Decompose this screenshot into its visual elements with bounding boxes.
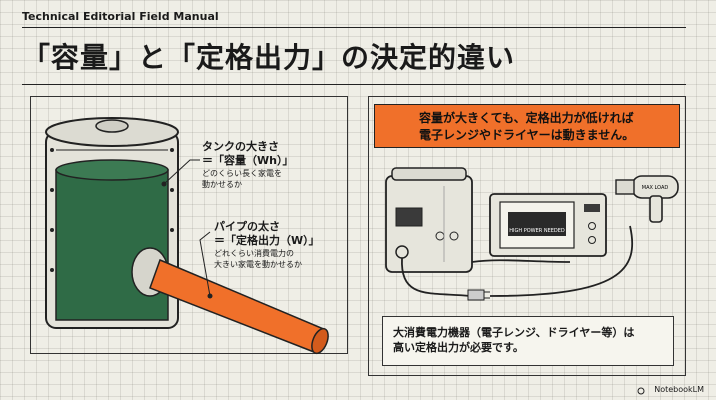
tank-callout-title: タンクの大きさ (202, 140, 279, 153)
notebooklm-logo-icon (637, 387, 645, 395)
pipe-callout: パイプの太さ ＝「定格出力（W）」 どれくらい消費電力の 大きい家電を動かせるか (214, 220, 320, 270)
left-panel (30, 96, 348, 354)
warning-line-1: 容量が大きくても、定格出力が低ければ (419, 111, 634, 125)
header-rule (22, 27, 686, 28)
warning-text: 容量が大きくても、定格出力が低ければ 電子レンジやドライヤーは動きません。 (419, 110, 634, 144)
tank-callout-desc-1: どのくらい長く家電を (202, 169, 282, 178)
dryer-label: MAX LOAD (642, 185, 669, 191)
plug-icon (467, 289, 490, 301)
microwave-label: HIGH POWER NEEDED (509, 228, 565, 234)
hair-dryer-illustration: MAX LOAD (615, 175, 679, 223)
tank-callout-term: ＝「容量（Wh）」 (202, 154, 294, 167)
power-station-illustration (385, 167, 473, 273)
warning-line-2: 電子レンジやドライヤーは動きません。 (419, 128, 635, 142)
pipe-illustration (131, 247, 329, 355)
tank-callout: タンクの大きさ ＝「容量（Wh）」 どのくらい長く家電を 動かせるか (202, 140, 293, 190)
note-box: 大消費電力機器（電子レンジ、ドライヤー等）は 高い定格出力が必要です。 (382, 316, 674, 366)
note-line-1: 大消費電力機器（電子レンジ、ドライヤー等）は (393, 326, 635, 339)
right-panel (368, 96, 686, 376)
pipe-callout-desc-1: どれくらい消費電力の (214, 249, 294, 258)
note-line-2: 高い定格出力が必要です。 (393, 341, 524, 354)
title-rule (22, 84, 686, 85)
tank-callout-desc-2: 動かせるか (202, 180, 242, 189)
series-title: Technical Editorial Field Manual (22, 10, 219, 23)
note-text: 大消費電力機器（電子レンジ、ドライヤー等）は 高い定格出力が必要です。 (393, 325, 634, 355)
tank-illustration (45, 117, 179, 329)
pipe-callout-term: ＝「定格出力（W）」 (214, 234, 320, 247)
microwave-illustration: HIGH POWER NEEDED (489, 193, 607, 257)
page-title: 「容量」と「定格出力」の決定的違い (22, 41, 516, 74)
pipe-callout-title: パイプの太さ (214, 220, 280, 233)
pipe-callout-desc-2: 大きい家電を動かせるか (214, 260, 302, 269)
warning-banner: 容量が大きくても、定格出力が低ければ 電子レンジやドライヤーは動きません。 (374, 104, 680, 148)
footer-brand: NotebookLM (654, 385, 704, 394)
